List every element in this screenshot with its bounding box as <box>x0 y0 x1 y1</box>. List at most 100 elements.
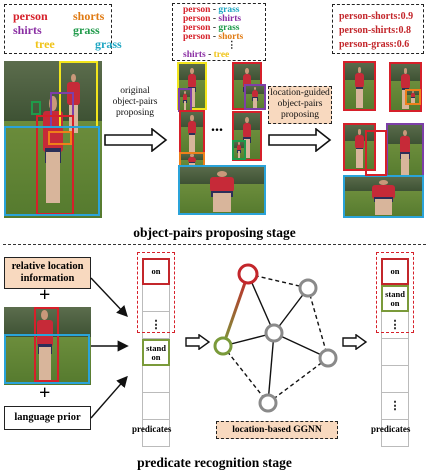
predicate-cell: on <box>142 258 170 285</box>
predicate-cell: ⋮ <box>381 393 409 420</box>
crop-shorts-green <box>232 140 246 160</box>
object-label: grass <box>73 23 100 37</box>
result-person-1 <box>343 61 376 111</box>
crop-shirts-b <box>244 84 266 110</box>
arrow-to-output <box>342 334 368 350</box>
stage1-title: object-pairs proposing stage <box>133 225 296 240</box>
pair-label-word: ⋮ <box>227 41 237 51</box>
pair-label-word: grass <box>218 5 240 15</box>
result-person-2-border <box>389 62 422 112</box>
graph-node <box>298 278 318 298</box>
pair-label-word: person <box>183 5 211 15</box>
result-person-4-border <box>365 130 387 176</box>
crop-person-a <box>179 110 205 155</box>
pair-label-word: shorts <box>218 32 244 42</box>
crop-person-c-border <box>232 111 262 161</box>
predicate-cell: on <box>381 258 409 285</box>
predicate-cell <box>142 420 170 447</box>
pair-label-word: - <box>210 23 219 33</box>
arrow1-text: original object-pairs proposing <box>112 86 158 118</box>
pair-label-row: shirts - tree <box>183 50 265 60</box>
stage-divider <box>3 244 426 245</box>
ellipsis: ... <box>211 118 223 135</box>
result-shorts-border <box>405 89 421 105</box>
predicate-cell <box>381 420 409 447</box>
pair-label-word: - <box>205 50 214 60</box>
ggnn-label-box: location-based GGNN <box>216 421 338 439</box>
crop-grass-wide-border <box>178 165 266 215</box>
pair-label-word: shirts <box>218 14 242 24</box>
graph-node-red <box>237 263 259 285</box>
object-label-row: shirts grass <box>13 23 111 37</box>
score-label: person-grass:0.6 <box>339 39 410 50</box>
pair-label-row: ⋮ <box>183 41 265 51</box>
graph-node-green <box>213 336 233 356</box>
object-label: tree <box>35 37 55 51</box>
crop-tree <box>177 62 207 110</box>
predicates-label-2: predicates <box>371 424 411 434</box>
pair-label-word: shirts <box>183 50 206 60</box>
result-shirts <box>386 123 424 179</box>
pair-label-word: grass <box>218 23 240 33</box>
relative-location-box: relative location information <box>4 257 91 289</box>
location-guided-box <box>268 86 332 124</box>
predicates-label-1: predicates <box>132 424 172 434</box>
predicate-cell <box>381 366 409 393</box>
result-person-1-border <box>343 61 376 111</box>
bbox-grass-2 <box>4 334 90 384</box>
result-grass-border <box>343 175 424 218</box>
predicate-cell: stand on <box>142 339 170 366</box>
crop-shirts-small <box>178 88 192 112</box>
predicate-cell: ⋮ <box>381 312 409 339</box>
stage2-title: predicate recognition stage <box>137 455 292 470</box>
pair-label-word: - <box>210 5 219 15</box>
plus-icon-1: + <box>39 284 51 306</box>
predicate-cell <box>142 393 170 420</box>
score-label: person-shorts:0.9 <box>339 11 414 22</box>
crop-tree-border <box>177 62 207 110</box>
bbox-shorts <box>48 131 72 145</box>
pair-photo <box>4 307 91 385</box>
graph-node <box>258 393 278 413</box>
bbox-grass <box>4 126 100 216</box>
crop-person-a-border <box>179 110 205 155</box>
bbox-person-2 <box>34 307 59 382</box>
pair-label-word: - <box>210 14 219 24</box>
result-shirts-border <box>386 123 424 179</box>
crop-shirts-small-border <box>178 88 192 112</box>
arrow-to-graph <box>185 334 211 350</box>
predicate-cell: stand on <box>381 285 409 312</box>
top-highlight-1 <box>137 252 175 333</box>
arrow-location-guided <box>268 128 332 152</box>
predicate-cell <box>381 339 409 366</box>
predicate-cell <box>142 285 170 312</box>
predicate-cell <box>142 366 170 393</box>
result-grass <box>343 175 424 218</box>
input-arrows <box>90 277 129 419</box>
graph-node <box>264 323 284 343</box>
predicate-cell: ⋮ <box>142 312 170 339</box>
pair-label-row: person - shirts <box>183 14 265 24</box>
pair-label-row: person - grass <box>183 23 265 33</box>
graph-node <box>318 348 338 368</box>
arrow-original-proposing <box>104 128 168 152</box>
language-prior-box: language prior <box>4 406 91 430</box>
result-person-3 <box>343 123 376 171</box>
object-label-row: tree grass <box>35 37 122 51</box>
pair-label-word: person <box>183 32 211 42</box>
pair-label-word: - <box>210 32 219 42</box>
result-person-3-border <box>343 123 376 171</box>
top-highlight-2 <box>376 252 414 333</box>
plus-icon-2: + <box>39 382 51 404</box>
pair-label-word: person <box>183 23 211 33</box>
object-label: shirts <box>13 23 42 37</box>
ggnn-graph <box>213 263 338 413</box>
pair-label-word: person <box>183 14 211 24</box>
crop-shorts-green-border <box>232 140 246 160</box>
object-label: grass <box>95 37 122 51</box>
